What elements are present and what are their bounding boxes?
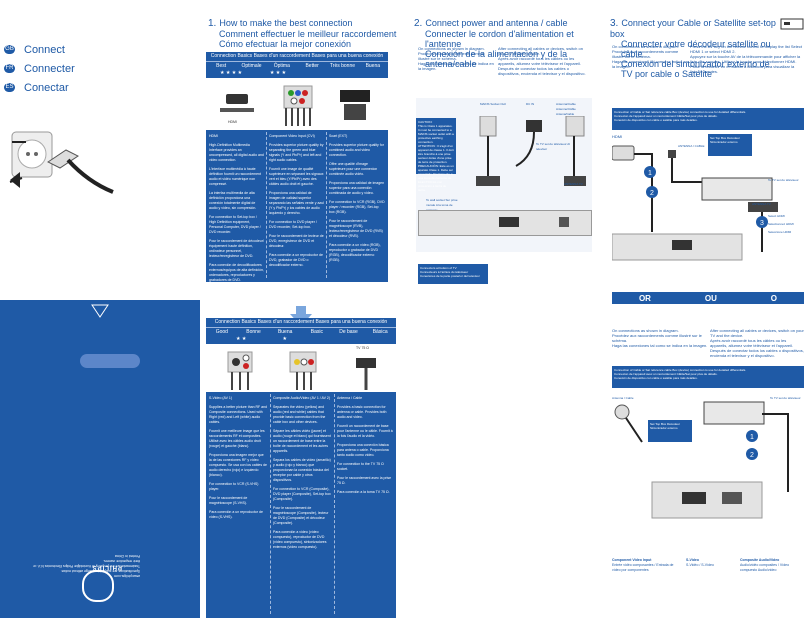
connector-images: TV 75 Ω (206, 344, 396, 392)
bottom-right-info-box: Connection of Cable or Sat reference cab… (612, 366, 804, 388)
menu-item-connect[interactable]: GB Connect (4, 40, 75, 59)
flag-icon: FR (4, 64, 15, 73)
menu-item-conectar[interactable]: ES Conectar (4, 78, 75, 97)
col-hdmi: HDMI High-Definition Multimedia Interfac… (209, 134, 264, 282)
connection-basics-panel-top: Connection Basics Bases d'un raccordemen… (206, 52, 388, 282)
language-menu: GB Connect FR Connecter ES Conectar (4, 40, 75, 97)
col-scart: Scart (EXT) Provides superior picture qu… (329, 134, 385, 262)
connector-images: HDMI (206, 78, 388, 130)
flag-icon: GB (4, 45, 15, 54)
col-composite: Composite Audio/Video (AV 1 / AV 2) Sepa… (273, 396, 331, 549)
svg-text:2: 2 (750, 452, 754, 459)
dc-in-icon (526, 120, 542, 132)
section3-step1: On connections as shown in diagram.Procé… (612, 44, 688, 69)
badge (80, 354, 140, 368)
power-plug-icon (9, 131, 114, 194)
section2-title: 2.Connect power and antenna / cable Conn… (414, 18, 574, 69)
settop-label-box: Set Top Box Décodeur Sintonizador extern… (648, 420, 692, 442)
tv-back-panel (651, 481, 763, 519)
hdmi-plug-icon (612, 145, 635, 161)
svg-text:1: 1 (648, 170, 652, 177)
bottom-right-step1: On connections as shown in diagram.Procé… (612, 328, 708, 348)
philips-shield-icon (82, 570, 114, 602)
settop-diagram: HDMI ANTENNA / CABLE Set Top Box Décodeu… (612, 132, 804, 286)
settop-box-icon (780, 18, 804, 30)
section2-intro-left: On connections as shown in diagram.Procé… (418, 46, 494, 71)
menu-label: Connect (24, 43, 65, 56)
col-svideo: S-Video (AV 1) Supplies a better picture… (209, 396, 267, 519)
section2-intro-right: After connecting all cables or devices, … (498, 46, 586, 76)
antenna-plug-icon (614, 404, 630, 420)
menu-label: Connecter (24, 62, 75, 75)
connection-basics-panel-bottom: Connection Basics Bases d'un raccordemen… (206, 318, 396, 618)
menu-label: Conectar (24, 81, 69, 94)
caution-box: CAUTION:This is Class 1 apparatus. It mu… (416, 118, 456, 192)
section1-title: 1.How to make the best connection Commen… (208, 18, 397, 49)
settop-box-device (703, 401, 765, 425)
section3-info-box: Connection of Cable or Sat reference cab… (612, 108, 804, 130)
settop-label-box: Set Top Box Décodeur Sintonizador extern… (708, 134, 752, 156)
antenna-settop-diagram: Antenna / Cable Set Top Box Décodeur Sin… (612, 392, 804, 542)
col-component: Component Video Input (CVI) Provides sup… (269, 134, 324, 267)
bottom-right-step2: After connecting all cables or devices, … (710, 328, 804, 358)
philips-logo: PHILIPS (91, 564, 122, 570)
power-antenna-diagram: CAUTION:This is Class 1 apparatus. It mu… (416, 98, 592, 252)
section3-step2: Press the AV key on the remote control t… (690, 44, 802, 74)
menu-item-connecter[interactable]: FR Connecter (4, 59, 75, 78)
rating-stars: ★ ★ ★ (236, 336, 287, 342)
back-cover: www.philips.com Specifications are subje… (0, 300, 200, 618)
flag-icon: ES (4, 83, 15, 92)
tv-back-panel (418, 210, 592, 236)
svg-text:3: 3 (760, 220, 764, 227)
hdmi-connector-icon (226, 94, 248, 104)
svg-text:2: 2 (650, 190, 654, 197)
scart-connector-icon (340, 90, 370, 102)
section3-title: 3.Connect your Cable or Satellite set-to… (610, 18, 776, 79)
recycle-icon (90, 304, 110, 318)
antenna-socket-icon (565, 116, 585, 137)
wall-socket-icon (479, 116, 497, 137)
rating-stars: ★ ★ ★ ★ ★ ★ ★ (220, 70, 287, 76)
col-antenna: Antenna / Cable Provides a basic connect… (337, 396, 393, 494)
svg-text:1: 1 (750, 434, 754, 441)
settop-box-device (701, 177, 773, 201)
